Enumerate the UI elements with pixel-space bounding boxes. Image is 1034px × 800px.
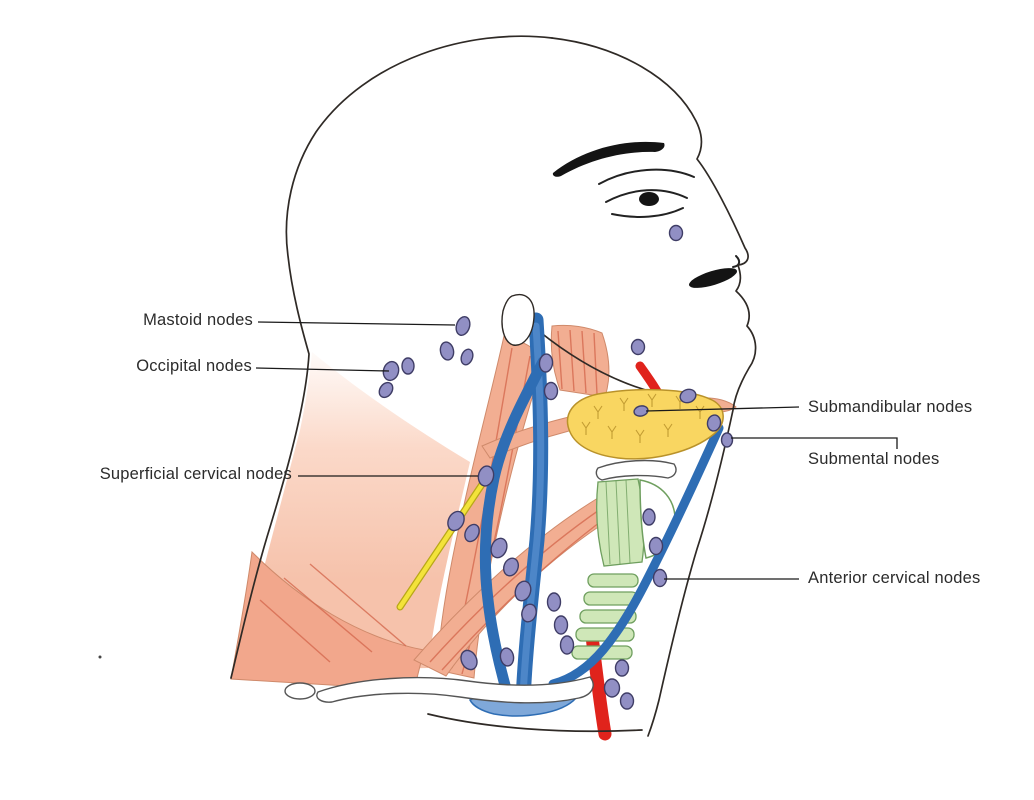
label-submandibular-nodes: Submandibular nodes [808,398,973,416]
acromion-bone [284,682,316,700]
lymph-node-superficial-cervical [553,615,569,635]
lymph-node-supraclavicular [499,647,515,667]
leader-mastoid [257,321,456,326]
lymph-node-occipital [382,360,400,382]
hyoid-bone [595,459,677,481]
leader-submandibular [645,406,800,412]
label-superficial-cervical-nodes: Superficial cervical nodes [99,465,292,483]
eyelid-crease [598,168,695,185]
thyrohyoid-muscle [596,478,645,567]
nostril [732,255,741,268]
anterior-jugular-vein [548,423,724,689]
lymph-node-superficial-cervical [514,580,532,602]
label-submental-nodes: Submental nodes [808,450,940,468]
head-outline-face [551,37,757,737]
lymph-node-superficial-cervical [464,523,480,543]
label-mastoid-nodes: Mastoid nodes [143,311,253,329]
lymph-node-superficial-cervical [559,635,575,655]
lymph-node-pretracheal [614,659,630,677]
eye-iris [639,192,659,206]
lymph-node-superficial-cervical [546,592,562,612]
label-occipital-nodes: Occipital nodes [136,357,252,375]
leader-occipital [255,367,390,372]
lymph-node-submental [720,432,734,448]
trachea-ring [575,627,635,642]
ear [501,294,535,346]
lymph-node-occipital [401,357,415,375]
lymph-node-facial [668,224,684,242]
head-outline-back [230,35,553,679]
lymph-nodes [378,224,734,710]
external-jugular-vein [479,356,549,702]
lymph-node-superficial-cervical [521,603,537,623]
lymph-node-submandibular [679,388,697,404]
lymph-node-superficial-cervical [477,465,495,487]
lymph-node-submental [706,414,722,432]
lips [689,268,737,288]
trapezius-texture [259,563,407,663]
lymph-node-anterior-cervical [642,508,656,526]
clavicle-bone [316,676,594,704]
eye-lower-lid [611,207,684,218]
lymph-node-superficial-cervical [490,537,508,559]
lymph-node-superficial-cervical [447,510,465,532]
lymph-node-mastoid [439,341,455,361]
eyebrow [552,141,665,177]
chest-contour [427,713,643,733]
eye-upper-lid [605,189,688,203]
leader-lines [255,321,898,580]
thyrohyoid-striations [605,479,631,565]
internal-jugular-highlight [519,322,545,702]
lymph-node-mastoid [460,348,474,366]
leader-submental [731,437,898,449]
lymph-node-anterior-cervical [652,568,668,588]
label-anterior-cervical-nodes: Anterior cervical nodes [808,569,981,587]
lymph-node-supraclavicular [460,649,478,671]
lymph-node-superficial-cervical [502,557,520,577]
lymph-node-jugular [543,381,559,401]
masseter-striations [557,329,598,395]
submandibular-gland [566,388,724,460]
lymph-node-anterior-cervical [648,536,664,556]
lymph-node-occipital [378,381,394,399]
lymph-node-facial [630,338,646,356]
cricoid-cartilage [587,573,639,588]
lymph-node-pretracheal [603,678,621,698]
lymph-node-mastoid [455,316,471,336]
accessory-nerve-core [397,471,492,610]
stray-mark [98,655,102,659]
lymph-node-jugular [538,353,554,373]
lymph-node-pretracheal [619,692,635,710]
lymph-node-submandibular [633,405,649,417]
